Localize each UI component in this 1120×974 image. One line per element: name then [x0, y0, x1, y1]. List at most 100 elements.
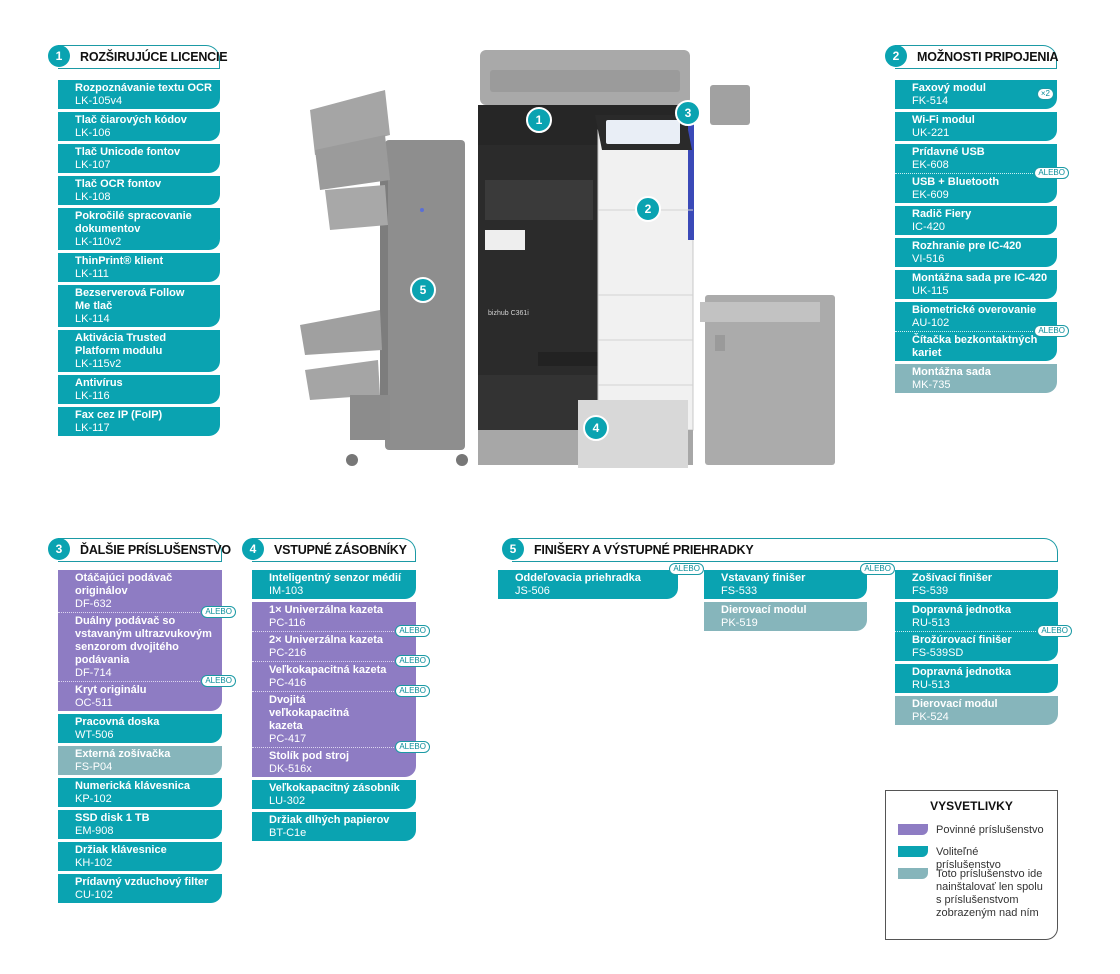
position-markers [410, 100, 701, 441]
item-code: BT-C1e [269, 827, 307, 839]
item-code: LK-110v2 [75, 236, 122, 248]
finisher-unit [300, 90, 468, 466]
item-code: UK-221 [912, 127, 950, 139]
item-name: Rozpoznávanie textu OCR [75, 82, 212, 94]
marker-3 [675, 100, 701, 126]
item-code: RU-513 [912, 679, 950, 691]
item-code: LK-111 [75, 268, 109, 280]
section-title: FINIŠERY A VÝSTUPNÉ PRIEHRADKY [534, 543, 754, 557]
section-number: 1 [48, 45, 70, 67]
alebo-badge: ALEBO [1034, 325, 1069, 337]
alebo-badge: ALEBO [1037, 625, 1072, 637]
item-name: Brožúrovací finišer [912, 634, 1012, 646]
alebo-badge: ALEBO [1034, 167, 1069, 179]
item-code: PK-524 [912, 711, 949, 723]
list-item[interactable]: Duálny podávač so vstavaným ultrazvukový… [58, 613, 236, 687]
alebo-badge: ALEBO [669, 563, 704, 575]
item-name: Tlač Unicode fontov [75, 146, 181, 158]
item-code: LK-106 [75, 127, 111, 139]
section-5-header: 5 FINIŠERY A VÝSTUPNÉ PRIEHRADKY [502, 538, 1058, 562]
list-item[interactable]: Čítačka bezkontaktných kariet [895, 332, 1057, 361]
item-name: Stolík pod stroj [269, 750, 350, 762]
marker-4 [583, 415, 609, 441]
item-name: 2× Univerzálna kazeta [269, 634, 384, 646]
item-name: Držiak klávesnice [75, 844, 167, 856]
item-name: Kryt originálu [75, 684, 147, 696]
item-code: KP-102 [75, 793, 112, 805]
item-code: PC-416 [269, 677, 307, 689]
item-code: FS-539 [912, 585, 949, 597]
item-code: JS-506 [515, 585, 550, 597]
alebo-badge: ALEBO [395, 655, 430, 667]
legend-title: VYSVETLIVKY [930, 799, 1013, 813]
item-code: PK-519 [721, 617, 758, 629]
item-name: SSD disk 1 TB [75, 812, 150, 824]
list-item[interactable]: Fax cez IP (FoIP)LK-117 [58, 407, 220, 436]
item-name: Tlač čiarových kódov [75, 114, 187, 126]
item-name: Veľkokapacitný zásobník [269, 782, 400, 794]
legend-row-dependent: Toto príslušenstvo ide nainštalovať len … [898, 868, 1046, 920]
item-code: DF-632 [75, 598, 112, 610]
item-name: Vstavaný finišer [721, 572, 806, 584]
scanner-unit [478, 50, 750, 145]
item-name: Veľkokapacitná kazeta [269, 664, 387, 676]
section-title: ĎALŠIE PRÍSLUŠENSTVO [80, 543, 231, 557]
marker-2-label: 2 [645, 202, 652, 216]
item-name: Montážna sada pre IC-420 [912, 272, 1048, 284]
item-code: LK-114 [75, 313, 110, 325]
item-name: Faxový modul [912, 82, 986, 94]
section-title: MOŽNOSTI PRIPOJENIA [917, 50, 1059, 64]
marker-2 [635, 196, 661, 222]
item-name: Numerická klávesnica [75, 780, 190, 792]
quantity-badge: ×2 [1036, 88, 1054, 100]
item-code: WT-506 [75, 729, 114, 741]
section-2-header: 2 MOŽNOSTI PRIPOJENIA [885, 45, 1059, 69]
section-title: VSTUPNÉ ZÁSOBNÍKY [274, 543, 407, 557]
legend-label: Povinné príslušenstvo [936, 824, 1044, 836]
